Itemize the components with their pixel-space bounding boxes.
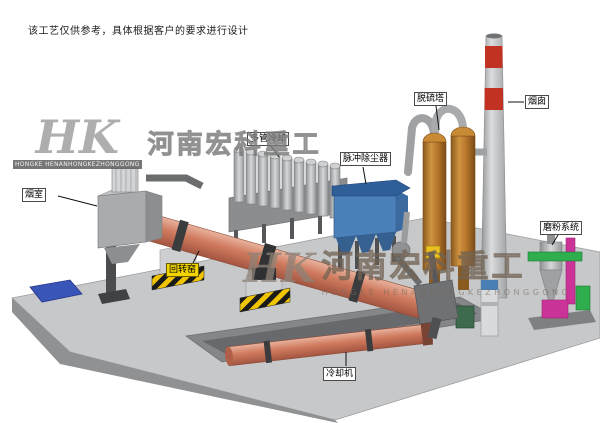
disclaimer-note: 该工艺仅供参考，具体根据客户的要求进行设计 <box>28 26 249 37</box>
label-chimney: 烟囱 <box>525 95 550 109</box>
label-smoke-chamber: 烟室 <box>22 188 47 202</box>
pulse-dust-collector-graphic <box>331 179 423 286</box>
label-multi-tube-cooler: 多管冷却 <box>247 132 290 146</box>
kiln-hood <box>413 245 459 340</box>
label-cooling-machine: 冷却机 <box>323 367 357 381</box>
bucket-elevator <box>480 279 499 337</box>
blue-pad <box>29 279 83 303</box>
label-grinding-system: 磨粉系统 <box>540 221 583 235</box>
fan-box <box>455 305 475 329</box>
grinding-system-graphic <box>527 232 596 330</box>
label-pulse-dust-collector: 脉冲除尘器 <box>340 152 392 166</box>
cooling-machine-graphic <box>224 321 434 366</box>
leader-lines <box>57 101 559 366</box>
chimney-graphic <box>480 33 508 299</box>
label-rotary-kiln: 回转窑 <box>166 263 200 277</box>
kiln-drive-housing <box>252 268 276 280</box>
label-desulfurization-tower: 脱硫塔 <box>414 92 448 106</box>
